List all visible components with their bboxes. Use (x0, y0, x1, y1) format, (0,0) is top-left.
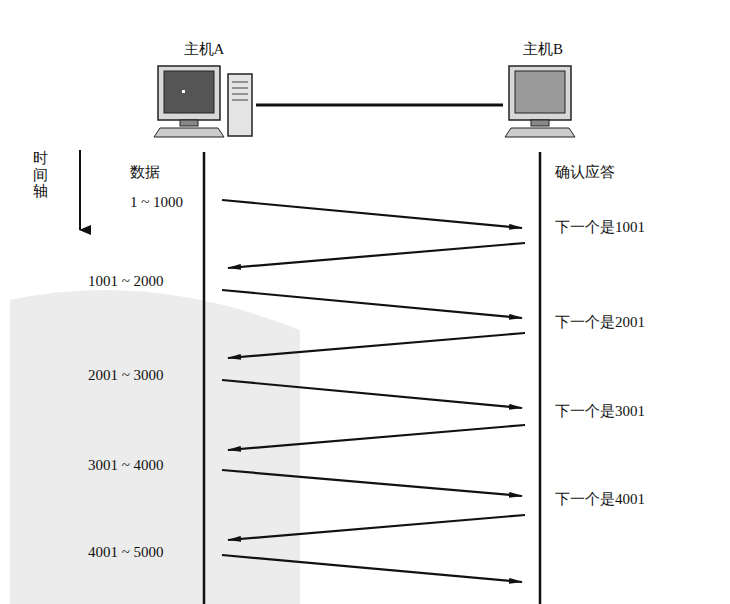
time-axis-arrow (79, 150, 81, 230)
host-name: 主机B (503, 40, 583, 58)
lifeline (203, 152, 206, 604)
message-arrow (228, 425, 525, 450)
ack-label: 下一个是3001 (555, 402, 645, 420)
host-computer: 主机A (152, 40, 256, 140)
message-arrow (222, 470, 522, 496)
sequence-range: 1 ~ 1000 (130, 193, 183, 211)
lifeline (539, 152, 542, 604)
sequence-range: 2001 ~ 3000 (88, 366, 164, 384)
host-computer: 主机B (503, 40, 583, 140)
ack-label: 下一个是1001 (555, 218, 645, 236)
host-name: 主机A (152, 40, 256, 58)
message-arrow (228, 515, 525, 540)
message-arrow (228, 243, 525, 268)
message-arrow (222, 555, 522, 582)
network-cable (256, 104, 503, 107)
message-arrow (222, 290, 522, 318)
column-heading: 数据 (130, 163, 160, 181)
axis-label: 时间轴 (33, 150, 48, 200)
sequence-range: 1001 ~ 2000 (88, 272, 164, 290)
ack-label: 下一个是2001 (555, 313, 645, 331)
message-arrow (228, 333, 525, 358)
message-arrows (222, 200, 525, 582)
sequence-range: 4001 ~ 5000 (88, 543, 164, 561)
message-arrow (222, 380, 522, 408)
column-heading: 确认应答 (555, 163, 615, 181)
message-arrow (222, 200, 522, 228)
ack-label: 下一个是4001 (555, 490, 645, 508)
sequence-range: 3001 ~ 4000 (88, 456, 164, 474)
